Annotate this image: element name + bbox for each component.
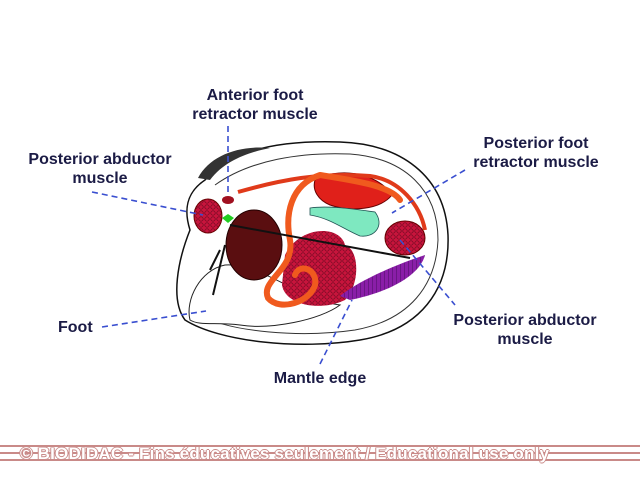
byssus <box>209 244 226 296</box>
leader-mantle-edge <box>319 299 353 365</box>
kidney <box>309 206 380 237</box>
label-line: retractor muscle <box>473 154 599 171</box>
anterior-abductor-muscle <box>193 198 223 234</box>
label-line: muscle <box>72 170 128 187</box>
umbo <box>198 147 270 180</box>
label-posterior-foot-retractor: Posterior foot retractor muscle <box>462 134 610 172</box>
leader-posterior-abductor-left <box>91 191 204 216</box>
shell-inner-line <box>199 153 439 334</box>
gonad <box>282 231 357 306</box>
intestine <box>263 172 403 308</box>
label-line: Anterior foot <box>206 87 304 104</box>
watermark-text: © BIODIDAC - Fins éducatives seulement /… <box>20 444 550 463</box>
posterior-foot-retractor <box>237 172 427 231</box>
leader-lines <box>91 126 466 365</box>
label-posterior-abductor-right: Posterior abductor muscle <box>440 311 610 349</box>
green-attachment <box>222 214 234 223</box>
label-line: retractor muscle <box>192 106 318 123</box>
anterior-foot-retractor <box>222 196 234 204</box>
label-line: muscle <box>497 331 553 348</box>
mantle-muscle <box>340 255 425 300</box>
label-posterior-abductor-left: Posterior abductor muscle <box>15 150 185 188</box>
retractor-line <box>229 224 411 259</box>
leader-posterior-foot-retractor <box>391 169 466 214</box>
label-anterior-foot-retractor: Anterior foot retractor muscle <box>180 86 330 124</box>
label-line: Posterior abductor <box>453 312 597 329</box>
label-line: Posterior abductor <box>28 151 172 168</box>
leader-foot <box>101 310 207 328</box>
digestive-gland <box>225 209 283 281</box>
watermark: © BIODIDAC - Fins éducatives seulement /… <box>0 441 640 469</box>
label-foot: Foot <box>58 319 93 336</box>
posterior-abductor-muscle <box>384 220 426 256</box>
label-mantle-edge: Mantle edge <box>273 370 367 387</box>
leader-posterior-abductor-right <box>399 239 456 306</box>
label-line: Posterior foot <box>483 135 589 152</box>
